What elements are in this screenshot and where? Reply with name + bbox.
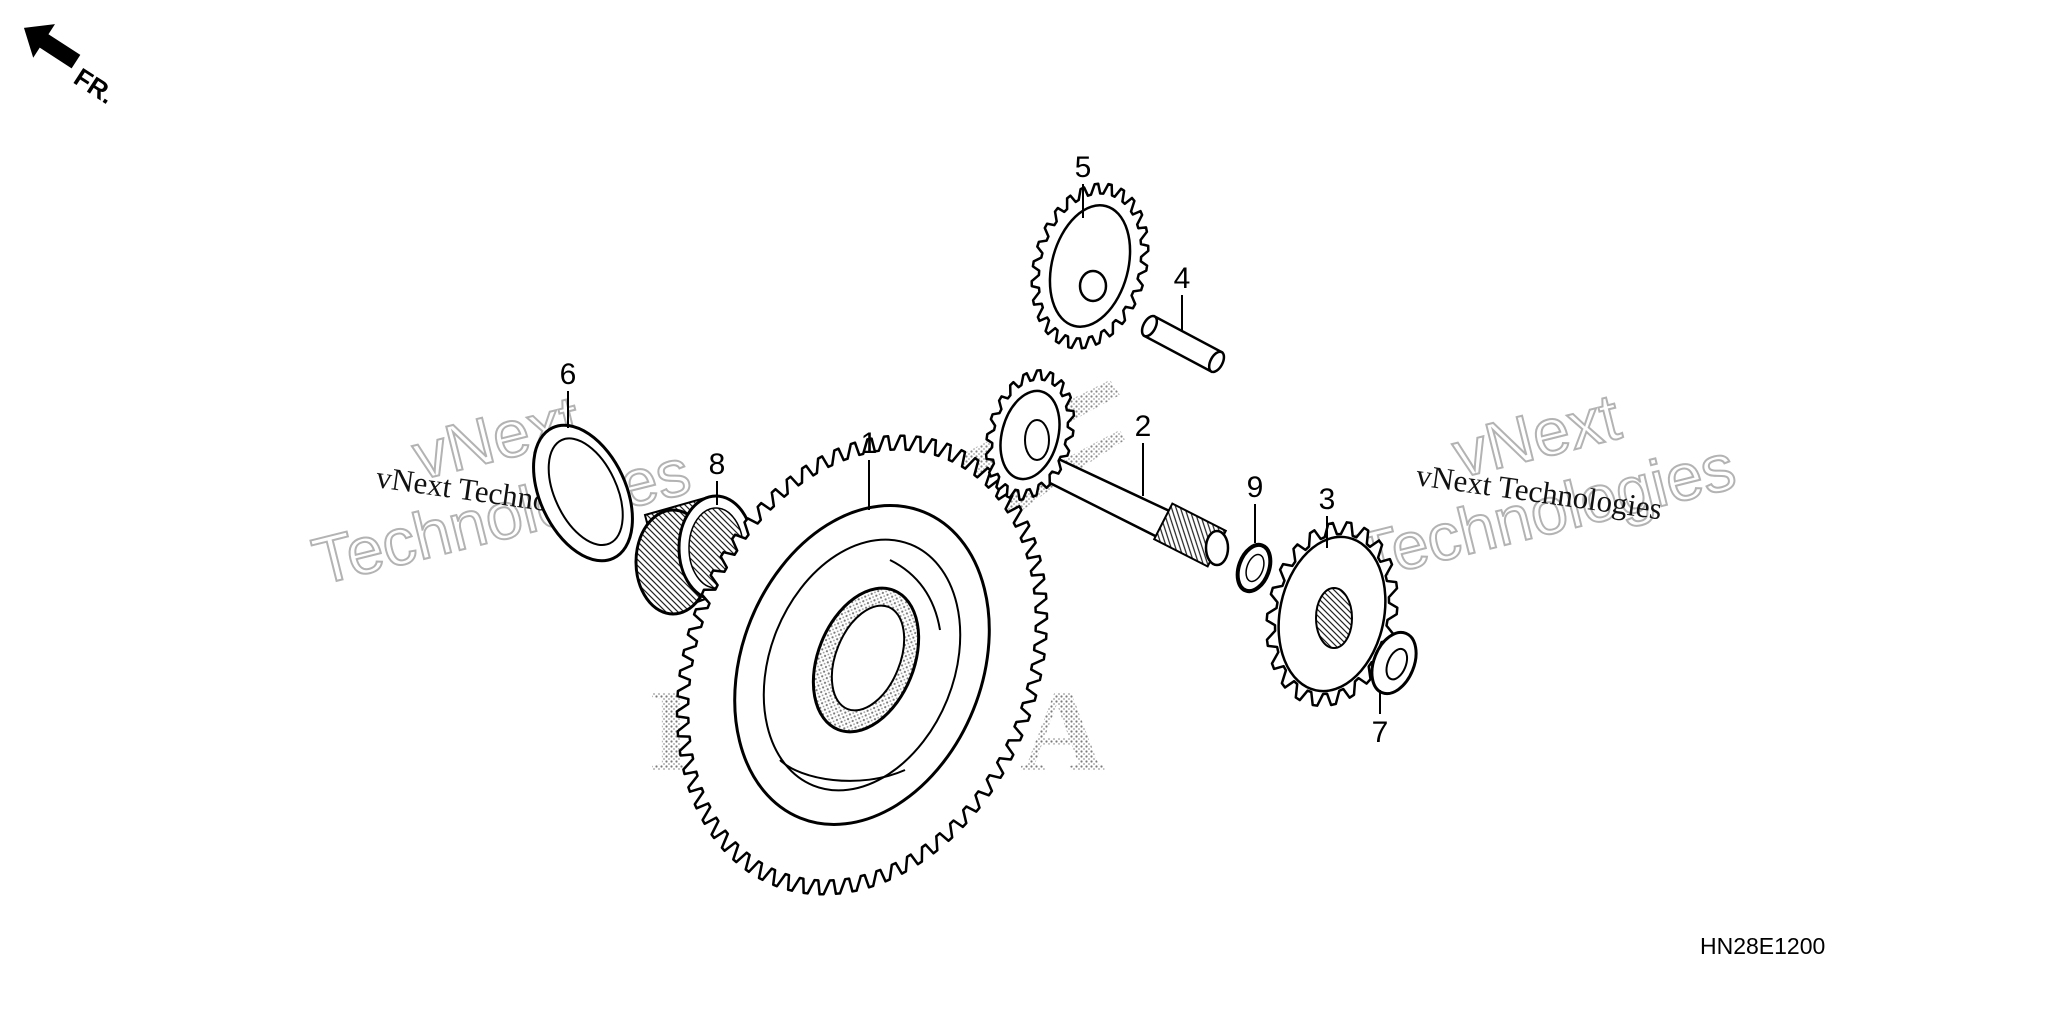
diagram-code: HN28E1200	[1700, 933, 1825, 959]
direction-label: FR.	[69, 62, 120, 110]
callout-8-number: 8	[709, 448, 726, 481]
watermark-right: vNext Technologies vNext Technologies	[1349, 378, 1743, 595]
callout-6: 6	[560, 358, 577, 428]
callout-2-number: 2	[1135, 410, 1152, 443]
callout-7: 7	[1372, 690, 1389, 749]
part-3-gear	[1265, 521, 1399, 707]
callout-5-number: 5	[1075, 151, 1092, 184]
callout-6-number: 6	[560, 358, 577, 391]
part-1-large-gear	[675, 434, 1049, 896]
part-9-circlip	[1235, 542, 1273, 594]
part-6-washer	[532, 423, 634, 563]
callout-1: 1	[861, 427, 878, 510]
callout-4: 4	[1174, 262, 1191, 330]
direction-marker: FR.	[23, 24, 120, 110]
callout-2: 2	[1135, 410, 1152, 496]
callout-5: 5	[1075, 151, 1092, 218]
part-4-pin	[1140, 314, 1226, 374]
callout-3-number: 3	[1319, 483, 1336, 516]
callout-7-number: 7	[1372, 716, 1389, 749]
part-5-gear	[1030, 182, 1150, 350]
callout-3: 3	[1319, 483, 1336, 548]
callout-1-number: 1	[861, 427, 878, 460]
callout-9-number: 9	[1247, 471, 1264, 504]
callout-4-number: 4	[1174, 262, 1191, 295]
part-2-shaft	[984, 369, 1230, 568]
callouts: 1 2 3 4 5 6 7 8	[560, 151, 1389, 749]
part-7-washer	[1370, 630, 1418, 696]
callout-8: 8	[709, 448, 726, 505]
callout-9: 9	[1247, 471, 1264, 543]
arrow-icon	[23, 24, 81, 69]
